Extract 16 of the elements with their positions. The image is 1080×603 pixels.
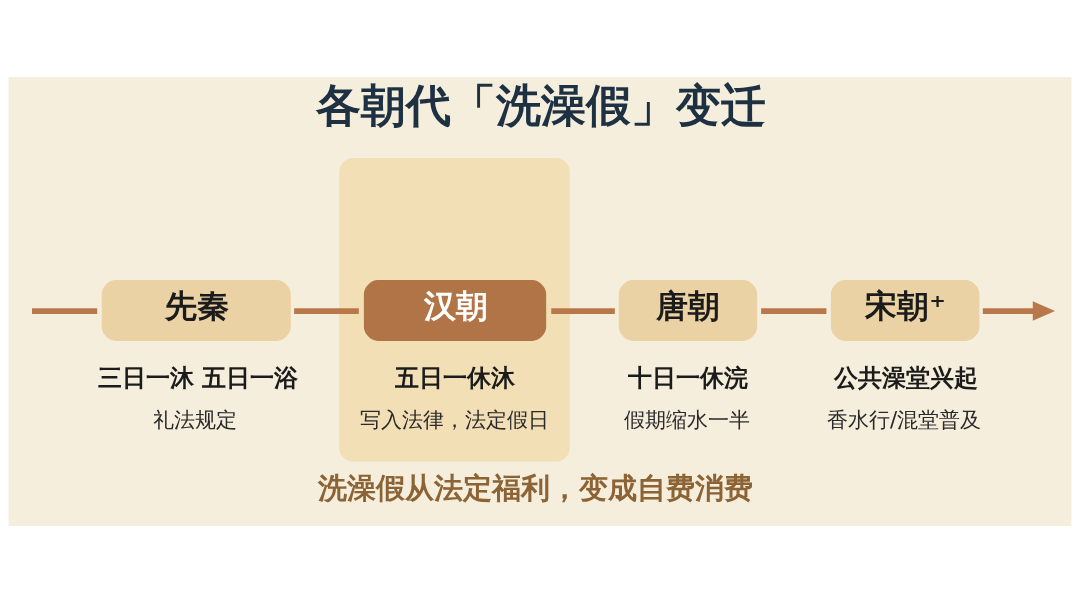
- diagram-title: 各朝代「洗澡假」变迁: [316, 78, 767, 132]
- connector: [32, 308, 98, 314]
- node-label: 香水行/混堂普及: [826, 406, 982, 432]
- arrow: [982, 301, 1055, 321]
- connector: [551, 308, 615, 314]
- node-label: 公共澡堂兴起: [833, 363, 978, 392]
- node-label: 十日一休浣: [628, 363, 749, 392]
- connector: [761, 308, 827, 314]
- node-label: 写入法律，法定假日: [359, 406, 549, 432]
- cluster: [339, 158, 570, 462]
- node-label: 礼法规定: [153, 406, 238, 432]
- caption: 洗澡假从法定福利，变成自费消费: [318, 470, 754, 505]
- node-label: 三日一沐 五日一浴: [97, 363, 298, 392]
- node-label: 假期缩水一半: [624, 406, 751, 432]
- node-label: 五日一休沐: [395, 363, 516, 392]
- connector: [294, 308, 359, 314]
